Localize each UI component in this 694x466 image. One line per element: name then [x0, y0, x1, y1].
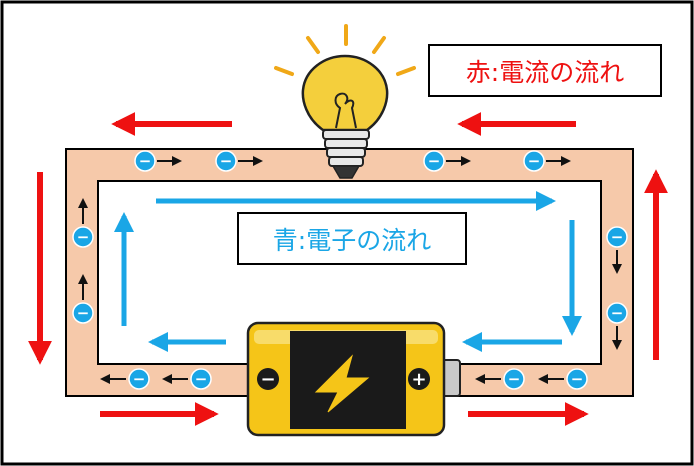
electron-flow-arrows [114, 191, 582, 352]
wire-inner [97, 180, 602, 365]
light-bulb-icon [274, 24, 416, 179]
battery-icon: − + [246, 321, 461, 437]
svg-text:−: − [571, 370, 584, 388]
electron-legend-box: 青:電子の流れ [237, 212, 467, 265]
svg-text:−: − [195, 370, 208, 388]
electron-right-1: − [606, 226, 628, 274]
electron-bottom-3: − [162, 368, 212, 390]
electron-left-2: − [72, 198, 94, 248]
electron-right-2: − [606, 302, 628, 350]
battery-negative-sign: − [260, 369, 275, 390]
electron-top-1: − [134, 150, 182, 172]
electron-legend-label: 青:電子の流れ [272, 225, 432, 255]
electron-bottom-4: − [100, 368, 150, 390]
svg-text:−: − [428, 152, 441, 170]
current-arrows [27, 112, 668, 426]
electron-bottom-1: − [538, 368, 588, 390]
svg-text:−: − [611, 228, 624, 246]
svg-text:−: − [220, 152, 233, 170]
svg-text:−: − [133, 370, 146, 388]
electron-top-2: − [215, 150, 263, 172]
electron-left-1: − [72, 274, 94, 324]
battery-positive-sign: + [411, 369, 426, 390]
electron-top-4: − [523, 150, 571, 172]
svg-text:−: − [139, 152, 152, 170]
electron-bottom-2: − [475, 368, 525, 390]
svg-text:−: − [77, 228, 90, 246]
current-legend-label: 赤:電流の流れ [465, 57, 625, 87]
svg-text:−: − [508, 370, 521, 388]
battery-negative-terminal [257, 368, 279, 390]
svg-text:−: − [77, 304, 90, 322]
current-legend-box: 赤:電流の流れ [428, 44, 662, 97]
lightning-bolt-icon [314, 354, 370, 413]
electron-top-3: − [423, 150, 471, 172]
battery-positive-terminal [408, 368, 430, 390]
svg-text:−: − [528, 152, 541, 170]
svg-text:−: − [611, 304, 624, 322]
